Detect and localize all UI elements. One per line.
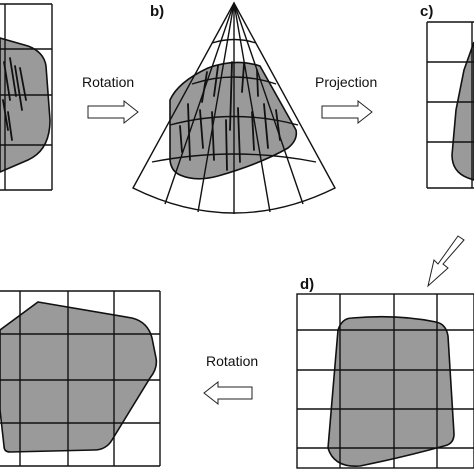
right-arrow-icon [87,99,139,125]
panel-d-label: d) [300,276,314,293]
panel-a [0,3,53,191]
panel-e-shape [0,301,158,453]
panel-b-label: b) [150,3,164,20]
left-arrow-icon [203,380,253,406]
panel-d [296,293,474,469]
panel-c-label: c) [420,3,433,20]
panel-c-shape [451,41,474,181]
arrow-label-projection: Projection [315,74,377,90]
panel-d-grid [296,293,474,469]
down-left-arrow-icon [427,235,465,288]
panel-c-grid [426,21,474,189]
panel-a-strikes [2,57,27,141]
panel-e [0,290,161,467]
panel-a-shape [0,37,51,173]
arrow-label-rotation-top: Rotation [82,74,134,90]
right-arrow-icon [321,99,373,125]
panel-e-grid [0,290,161,467]
panel-b-grid [132,1,336,214]
panel-c [426,21,474,189]
panel-b [132,1,336,214]
panel-b-strikes [179,61,281,171]
panel-d-shape [327,315,455,467]
arrow-label-rotation-bottom: Rotation [206,353,258,369]
